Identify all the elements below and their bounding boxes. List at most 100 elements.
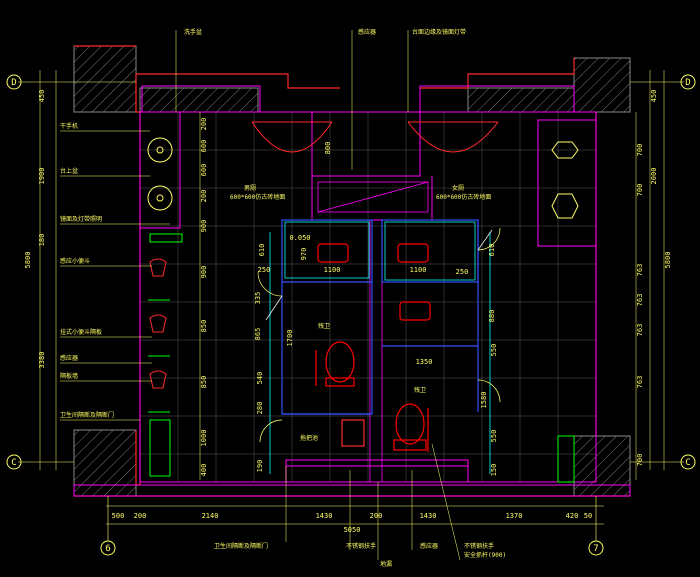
left-annotation: 挂式小便斗隔板 xyxy=(60,328,102,336)
dimension-text: 420 xyxy=(566,512,579,520)
dimension-text: 850 xyxy=(200,376,208,389)
toilet-icon xyxy=(399,301,431,321)
dimension-text: 5800 xyxy=(24,252,32,269)
dimension-text: 1430 xyxy=(316,512,333,520)
mirror-counter-icon xyxy=(149,233,183,243)
axis-label-6: 6 xyxy=(105,544,110,554)
cyan-partitions xyxy=(269,221,491,474)
dimension-text: 180 xyxy=(38,234,46,247)
top-annotation: 台面边缘及镜面灯带 xyxy=(412,28,466,36)
basin-icon xyxy=(551,141,579,159)
dimension-text: 200 xyxy=(200,190,208,203)
bottom-annotation: 不锈钢扶手 xyxy=(464,542,494,550)
dimension-text: 880 xyxy=(488,310,496,323)
bottom-annotation: 安全抓杆(900) xyxy=(464,551,506,559)
dimension-text: 550 xyxy=(490,430,498,443)
vanity-counter-right xyxy=(537,119,597,247)
dimension-text: 970 xyxy=(300,248,308,261)
room-label-mop: 拖把池 xyxy=(300,434,318,442)
room-label-women: 女厕 xyxy=(452,184,464,192)
dimension-text: 540 xyxy=(256,372,264,385)
dimension-text: 763 xyxy=(636,376,644,389)
urinal-icon xyxy=(149,258,167,277)
dimension-text: 763 xyxy=(636,324,644,337)
bottom-annotation: 不锈钢扶手 xyxy=(346,542,376,550)
dimension-text: 850 xyxy=(200,320,208,333)
left-annotation: 干手机 xyxy=(60,122,78,130)
right-fixtures xyxy=(537,119,597,483)
left-annotation: 卫生间隔断及隔断门 xyxy=(60,411,114,419)
left-fixtures xyxy=(139,111,183,477)
leader-lines xyxy=(60,30,461,561)
vanity-counter-left xyxy=(139,111,181,229)
axis-label-bottom-right: C xyxy=(685,458,690,468)
dimension-text: 1430 xyxy=(420,512,437,520)
basin-icon xyxy=(147,185,173,211)
dimension-lines xyxy=(39,70,665,525)
column-top-left xyxy=(73,45,137,113)
dimension-text: 1580 xyxy=(480,392,488,409)
column-bottom-right xyxy=(573,435,631,497)
dimension-text: 335 xyxy=(254,292,262,305)
room-label-men: 男厕 xyxy=(244,185,256,192)
dimension-text: 2000 xyxy=(650,168,658,185)
column-bottom-left xyxy=(73,429,137,497)
dimension-text: 1000 xyxy=(200,430,208,447)
dimension-text: 1900 xyxy=(38,168,46,185)
floor-tile-grid xyxy=(139,111,597,482)
dimension-text: 610 xyxy=(258,244,266,257)
dimension-text: 600 xyxy=(200,140,208,153)
dimension-text: 1350 xyxy=(416,358,433,366)
dimension-text: 800 xyxy=(324,142,332,155)
dimension-text: 900 xyxy=(200,220,208,233)
annotation-texts: 4501900580018033804502000580020060060020… xyxy=(24,28,672,568)
left-annotation: 隔板墙 xyxy=(60,372,78,380)
dimension-text: 450 xyxy=(38,90,46,103)
dimension-text: 150 xyxy=(490,464,498,477)
accessible-toilet-icon xyxy=(395,403,425,445)
mop-sink-icon xyxy=(341,419,365,447)
dimension-text: 200 xyxy=(134,512,147,520)
room-label-accessible: 残卫 xyxy=(414,386,426,394)
wall-hatch-top-right xyxy=(467,87,575,113)
bottom-annotation: 感应器 xyxy=(420,542,438,550)
accessible-toilet-icon xyxy=(325,341,355,383)
dimension-text: 763 xyxy=(636,264,644,277)
dimension-text: 763 xyxy=(636,294,644,307)
dimension-text: 5800 xyxy=(664,252,672,269)
vanity-bowls xyxy=(251,121,499,153)
axis-label-top-right: D xyxy=(685,78,690,88)
dimension-text: 280 xyxy=(256,402,264,415)
dimension-text: 1700 xyxy=(286,330,294,347)
basin-icon xyxy=(147,137,173,163)
left-annotation: 感应小便斗 xyxy=(60,257,90,265)
wall-hatch-top-left xyxy=(139,87,259,113)
top-annotation: 感应器 xyxy=(358,28,376,36)
dimension-text: 900 xyxy=(200,266,208,279)
dimension-text: 400 xyxy=(200,464,208,477)
toilet-fixtures xyxy=(315,243,431,452)
dimension-text: 0.050 xyxy=(289,234,310,242)
dimension-text: 600 xyxy=(200,164,208,177)
room-tile-note: 600*600仿古砖地面 xyxy=(436,193,491,201)
dimension-text: 700 xyxy=(636,144,644,157)
urinal-icon xyxy=(149,314,167,333)
dimension-text: 610 xyxy=(488,244,496,257)
toilet-icon xyxy=(317,243,349,263)
dimension-text: 500 xyxy=(112,512,125,520)
basin-icon xyxy=(551,193,579,219)
dimension-text: 700 xyxy=(636,454,644,467)
axis-label-top-left: D xyxy=(11,78,16,88)
dimension-text: 1100 xyxy=(324,266,341,274)
bottom-annotation: 地漏 xyxy=(380,560,392,568)
bottom-annotation: 卫生间隔断及隔断门 xyxy=(214,542,268,550)
urinal-icon xyxy=(149,370,167,389)
dimension-text: 450 xyxy=(650,90,658,103)
dimension-text: 190 xyxy=(256,460,264,473)
dimension-text: 2140 xyxy=(202,512,219,520)
left-annotation: 台上盆 xyxy=(60,167,78,175)
axis-label-7: 7 xyxy=(593,544,598,554)
axis-markers: D D C C 6 7 xyxy=(6,74,696,556)
dimension-text: 50 xyxy=(584,512,592,520)
